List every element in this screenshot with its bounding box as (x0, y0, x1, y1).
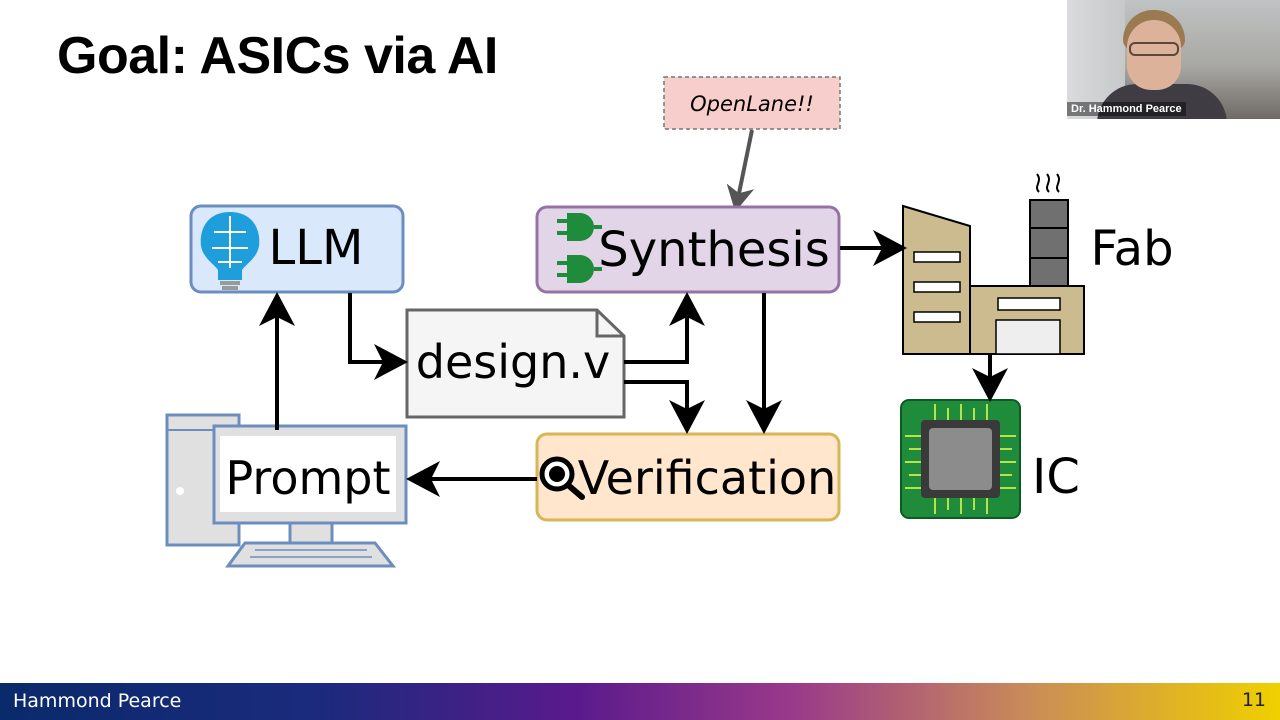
slide-page-number: 11 (1241, 689, 1266, 711)
lightbulb-brain-icon (200, 212, 260, 290)
design-to-synthesis-arrow (624, 292, 705, 364)
connectors (259, 230, 1008, 497)
llm-to-design-arrow (348, 293, 408, 380)
webcam-video-tile: Dr. Hammond Pearce (1067, 0, 1280, 119)
synthesis-label: Synthesis (598, 222, 829, 278)
design-to-verification-arrow (624, 380, 705, 434)
openlane-annotation-label: OpenLane!! (690, 92, 814, 116)
design-file-label: design.v (416, 335, 610, 389)
factory-icon (902, 173, 1085, 355)
fab-node: Fab (902, 173, 1174, 355)
magnifier-icon (539, 456, 585, 500)
design-file-node: design.v (405, 308, 626, 419)
ic-node: IC (900, 399, 1080, 519)
llm-node: LLM (189, 204, 405, 294)
logic-gates-icon (557, 213, 602, 283)
prompt-label: Prompt (225, 451, 390, 505)
verification-node: Verification (535, 432, 841, 522)
verification-label: Verification (578, 451, 836, 505)
annotation-arrow (726, 129, 755, 212)
footer-presenter-name: Hammond Pearce (13, 690, 182, 712)
webcam-person-glasses (1129, 42, 1179, 56)
synthesis-node: Synthesis (535, 205, 841, 294)
llm-label: LLM (269, 220, 364, 276)
participant-name-tag: Dr. Hammond Pearce (1067, 102, 1186, 116)
webcam-person-shirt (1097, 84, 1227, 119)
openlane-annotation: OpenLane!! (663, 76, 841, 130)
ic-label: IC (1032, 449, 1080, 505)
flow-diagram: OpenLane!! LLM Synthesis design.v (165, 76, 1174, 568)
slide-footer: Hammond Pearce 11 (0, 683, 1280, 720)
chip-icon (900, 399, 1021, 519)
fab-label: Fab (1090, 221, 1173, 277)
prompt-node: Prompt (165, 413, 408, 568)
slide-title: Goal: ASICs via AI (57, 27, 498, 85)
